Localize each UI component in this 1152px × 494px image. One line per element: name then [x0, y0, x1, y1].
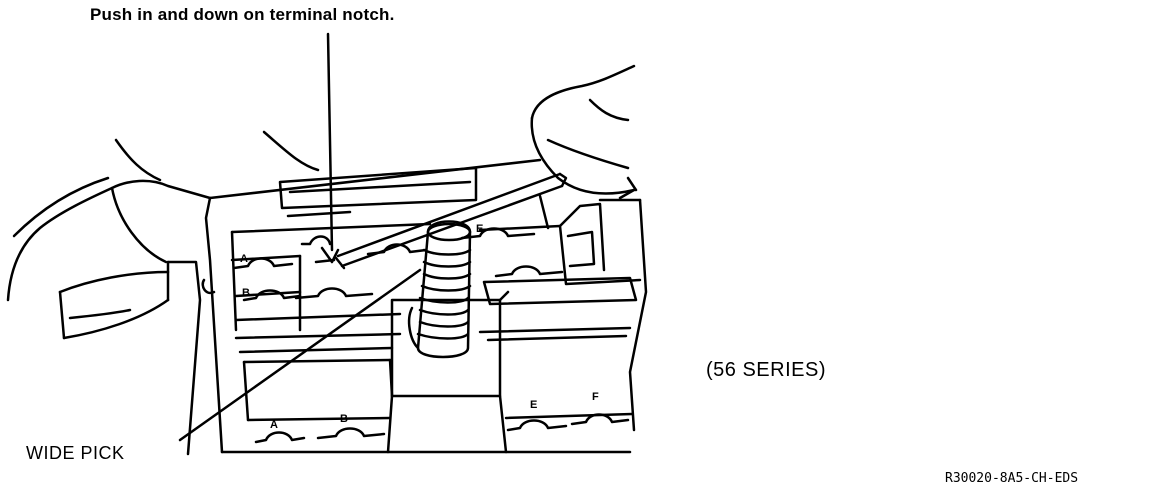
terminal-slots-bottom: [254, 413, 630, 444]
series-label: (56 SERIES): [706, 359, 826, 381]
terminal-letter-top-e: E: [476, 223, 483, 235]
terminal-letter-bottom-b: B: [340, 413, 348, 425]
terminal-letter-bottom-e: E: [530, 399, 537, 411]
leader-lines: [178, 32, 422, 442]
terminal-letters: A B E A B E F: [240, 223, 599, 431]
connector-housing: [166, 158, 648, 456]
terminal-slots-top: [232, 227, 564, 302]
wide-pick-tool: [334, 172, 568, 270]
wide-pick-callout: WIDE PICK: [26, 443, 125, 463]
terminal-letter-bottom-a: A: [270, 419, 278, 431]
left-hand-drawing: [6, 130, 320, 340]
wide-pick-leader-line: [178, 268, 422, 442]
terminal-letter-top-b: B: [242, 287, 250, 299]
reference-code: R30020-8A5-CH-EDS: [945, 471, 1079, 486]
terminal-letter-bottom-f: F: [592, 391, 599, 403]
terminal-letter-top-a: A: [240, 253, 248, 265]
right-hand-drawing: [530, 64, 638, 200]
push-notch-leader-line: [326, 32, 334, 252]
push-notch-callout: Push in and down on terminal notch.: [90, 5, 395, 24]
threaded-post: [407, 220, 472, 359]
push-notch-arrowhead: [320, 246, 340, 264]
